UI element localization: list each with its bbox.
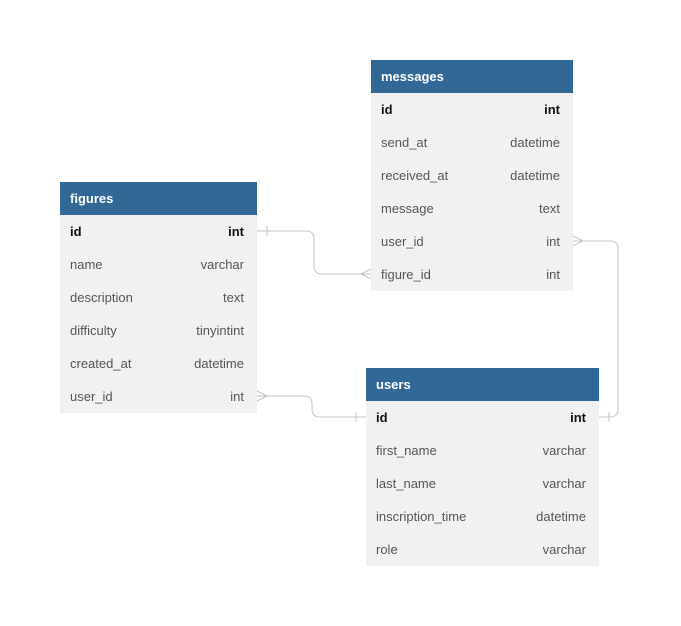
relation-messages-figure-id-to-figures-id [257,226,372,280]
column-name: id [381,102,393,117]
column-type: tinyintint [196,323,244,338]
table-title[interactable]: figures [60,182,257,215]
column-name: id [70,224,82,239]
column-name: user_id [70,389,113,404]
column-type: int [230,389,244,404]
column-row-message[interactable]: message text [371,192,573,225]
column-name: user_id [381,234,424,249]
column-row-received-at[interactable]: received_at datetime [371,159,573,192]
column-name: first_name [376,443,437,458]
column-row-role[interactable]: role varchar [366,533,599,566]
column-name: send_at [381,135,428,150]
column-row-id[interactable]: id int [60,215,257,248]
column-name: message [381,201,434,216]
column-type: int [570,410,586,425]
column-name: last_name [376,476,436,491]
column-type: text [223,290,244,305]
column-name: description [70,290,133,305]
column-name: figure_id [381,267,431,282]
column-type: int [546,234,560,249]
column-type: varchar [200,257,244,272]
column-name: id [376,410,388,425]
column-type: varchar [542,542,586,557]
column-name: name [70,257,103,272]
column-row-last-name[interactable]: last_name varchar [366,467,599,500]
column-type: text [539,201,560,216]
column-row-id[interactable]: id int [371,93,573,126]
column-type: varchar [542,443,586,458]
column-name: created_at [70,356,132,371]
column-name: role [376,542,398,557]
column-type: datetime [536,509,586,524]
column-row-difficulty[interactable]: difficulty tinyintint [60,314,257,347]
column-row-user-id[interactable]: user_id int [371,225,573,258]
column-row-user-id[interactable]: user_id int [60,380,257,413]
column-type: int [544,102,560,117]
column-type: varchar [542,476,586,491]
column-type: datetime [510,135,560,150]
column-type: int [228,224,244,239]
column-row-first-name[interactable]: first_name varchar [366,434,599,467]
column-row-description[interactable]: description text [60,281,257,314]
column-type: datetime [510,168,560,183]
column-name: inscription_time [376,509,467,524]
column-row-send-at[interactable]: send_at datetime [371,126,573,159]
column-type: datetime [194,356,244,371]
column-row-figure-id[interactable]: figure_id int [371,258,573,291]
column-row-id[interactable]: id int [366,401,599,434]
relation-figures-user-id-to-users-id [256,390,366,422]
table-title[interactable]: messages [371,60,573,93]
column-type: int [546,267,560,282]
column-row-created-at[interactable]: created_at datetime [60,347,257,380]
column-name: difficulty [70,323,117,338]
column-row-name[interactable]: name varchar [60,248,257,281]
table-title[interactable]: users [366,368,599,401]
column-name: received_at [381,168,449,183]
column-row-inscription-time[interactable]: inscription_time datetime [366,500,599,533]
